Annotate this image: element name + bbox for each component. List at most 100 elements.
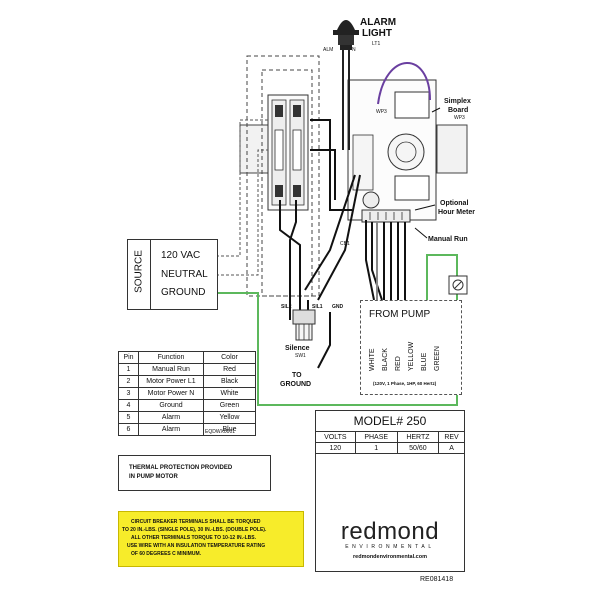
simplex-wp3: WP3: [454, 115, 465, 121]
cb1-label: CB1: [340, 241, 350, 247]
warning-line-3: ALL OTHER TERMINALS TORQUE TO 10-12 IN.-…: [131, 535, 257, 541]
pin-table-code: EQDWX0001: [205, 429, 236, 435]
spec-table: VOLTS PHASE HERTZ REV 120 1 50/60 A: [316, 432, 464, 454]
thermal-line-2: IN PUMP MOTOR: [129, 474, 178, 480]
table-cell: Black: [203, 375, 256, 388]
brand-name: redmond: [340, 518, 440, 545]
warning-line-1: CIRCUIT BREAKER TERMINALS SHALL BE TORQU…: [131, 519, 261, 525]
simplex-label: Simplex: [444, 98, 471, 105]
source-label: SOURCE: [133, 250, 145, 293]
source-120vac: 120 VAC: [161, 250, 201, 261]
table-cell: Ground: [138, 399, 204, 412]
pin-table-header: Pin Function Color: [118, 351, 256, 364]
warning-line-5: OF 60 DEGREES C MINIMUM.: [131, 551, 202, 557]
model-info-box: MODEL# 250 VOLTS PHASE HERTZ REV 120 1 5…: [315, 410, 465, 572]
silence-gnd: GND: [332, 304, 344, 310]
source-ground: GROUND: [161, 287, 206, 298]
table-cell: Red: [203, 363, 256, 376]
alarm-light-title-2: LIGHT: [362, 28, 392, 39]
model-title: MODEL# 250: [316, 411, 464, 432]
warning-line-4: USE WIRE WITH AN INSULATION TEMPERATURE …: [127, 543, 266, 549]
din-rail-left: [239, 124, 269, 174]
table-cell: 3: [118, 387, 139, 400]
table-cell: Motor Power L1: [138, 375, 204, 388]
optional-label: Optional: [440, 200, 469, 207]
simplex-board-label: Board: [448, 107, 469, 114]
table-cell: Motor Power N: [138, 387, 204, 400]
silence-sil2: SIL2: [281, 304, 292, 310]
table-cell: Green: [203, 399, 256, 412]
pump-wire-black: BLACK: [382, 348, 389, 371]
document-code: RE081418: [420, 576, 454, 583]
table-cell: Yellow: [203, 411, 256, 424]
table-cell: Manual Run: [138, 363, 204, 376]
spec-header-phase: PHASE: [355, 432, 398, 443]
table-cell: Alarm: [138, 423, 204, 436]
torque-warning-box: CIRCUIT BREAKER TERMINALS SHALL BE TORQU…: [118, 511, 304, 567]
silence-label: Silence: [285, 345, 310, 352]
alarm-light-tag: LT1: [372, 41, 381, 47]
table-cell: Alarm: [138, 411, 204, 424]
table-cell: 6: [118, 423, 139, 436]
brand-url: redmondenvironmental.com: [353, 554, 427, 560]
simplex-jumper-wire: [377, 62, 431, 105]
cb1-block: [352, 134, 374, 191]
board-wp3-marker: WP3: [376, 109, 387, 115]
spec-value-rev: A: [438, 442, 464, 454]
silence-switch-icon: [292, 300, 316, 341]
spec-value-phase: 1: [355, 442, 398, 454]
pump-wire-red: RED: [395, 356, 402, 371]
spec-value-hertz: 50/60: [397, 442, 440, 454]
alarm-light-icon: [333, 20, 359, 50]
manual-run-label: Manual Run: [428, 236, 468, 243]
buzzer: [387, 133, 425, 171]
silence-tag: SW1: [295, 353, 306, 359]
table-cell: 4: [118, 399, 139, 412]
spec-header-row: VOLTS PHASE HERTZ REV: [316, 432, 464, 443]
table-cell: 1: [118, 363, 139, 376]
pin-col-color: Color: [203, 351, 256, 364]
alarm-light-title: ALARM: [360, 17, 397, 28]
brand-subtitle: ENVIRONMENTAL: [345, 544, 435, 550]
table-cell: 2: [118, 375, 139, 388]
spec-header-volts: VOLTS: [316, 432, 356, 443]
circuit-breakers: [267, 94, 309, 211]
spec-value-row: 120 1 50/60 A: [316, 442, 464, 454]
to-ground-label: TO: [292, 372, 302, 379]
hour-meter-label: Hour Meter: [438, 209, 475, 216]
table-cell: Blue: [203, 423, 256, 436]
silence-sil1: SIL1: [312, 304, 323, 310]
relay-top: [394, 91, 430, 119]
source-neutral: NEUTRAL: [161, 269, 208, 280]
alarm-wire-n: N: [352, 47, 356, 53]
spec-value-volts: 120: [316, 442, 356, 454]
warning-line-2: TO 20 IN.-LBS. (SINGLE POLE), 30 IN.-LBS…: [122, 527, 267, 533]
spec-header-hertz: HERTZ: [397, 432, 440, 443]
table-cell: White: [203, 387, 256, 400]
breaker-enclosure: [246, 55, 320, 297]
relay-bottom: [394, 175, 430, 201]
pump-wire-yellow: YELLOW: [408, 341, 415, 371]
breaker-enclosure-inner: [261, 69, 313, 297]
from-pump-box: FROM PUMP WHITE BLACK RED YELLOW BLUE GR…: [360, 300, 462, 395]
pump-wire-blue: BLUE: [421, 352, 428, 371]
pin-col-pin: Pin: [118, 351, 139, 364]
spec-header-rev: REV: [438, 432, 464, 443]
pin-col-function: Function: [138, 351, 204, 364]
thermal-protection-box: THERMAL PROTECTION PROVIDED IN PUMP MOTO…: [118, 455, 271, 491]
to-ground-label-2: GROUND: [280, 381, 312, 388]
pump-wire-white: WHITE: [369, 348, 376, 371]
din-rail-right: [436, 124, 468, 174]
hour-meter-knob: [362, 191, 380, 209]
table-cell: 5: [118, 411, 139, 424]
thermal-line-1: THERMAL PROTECTION PROVIDED: [129, 465, 233, 471]
from-pump-title: FROM PUMP: [369, 309, 431, 320]
